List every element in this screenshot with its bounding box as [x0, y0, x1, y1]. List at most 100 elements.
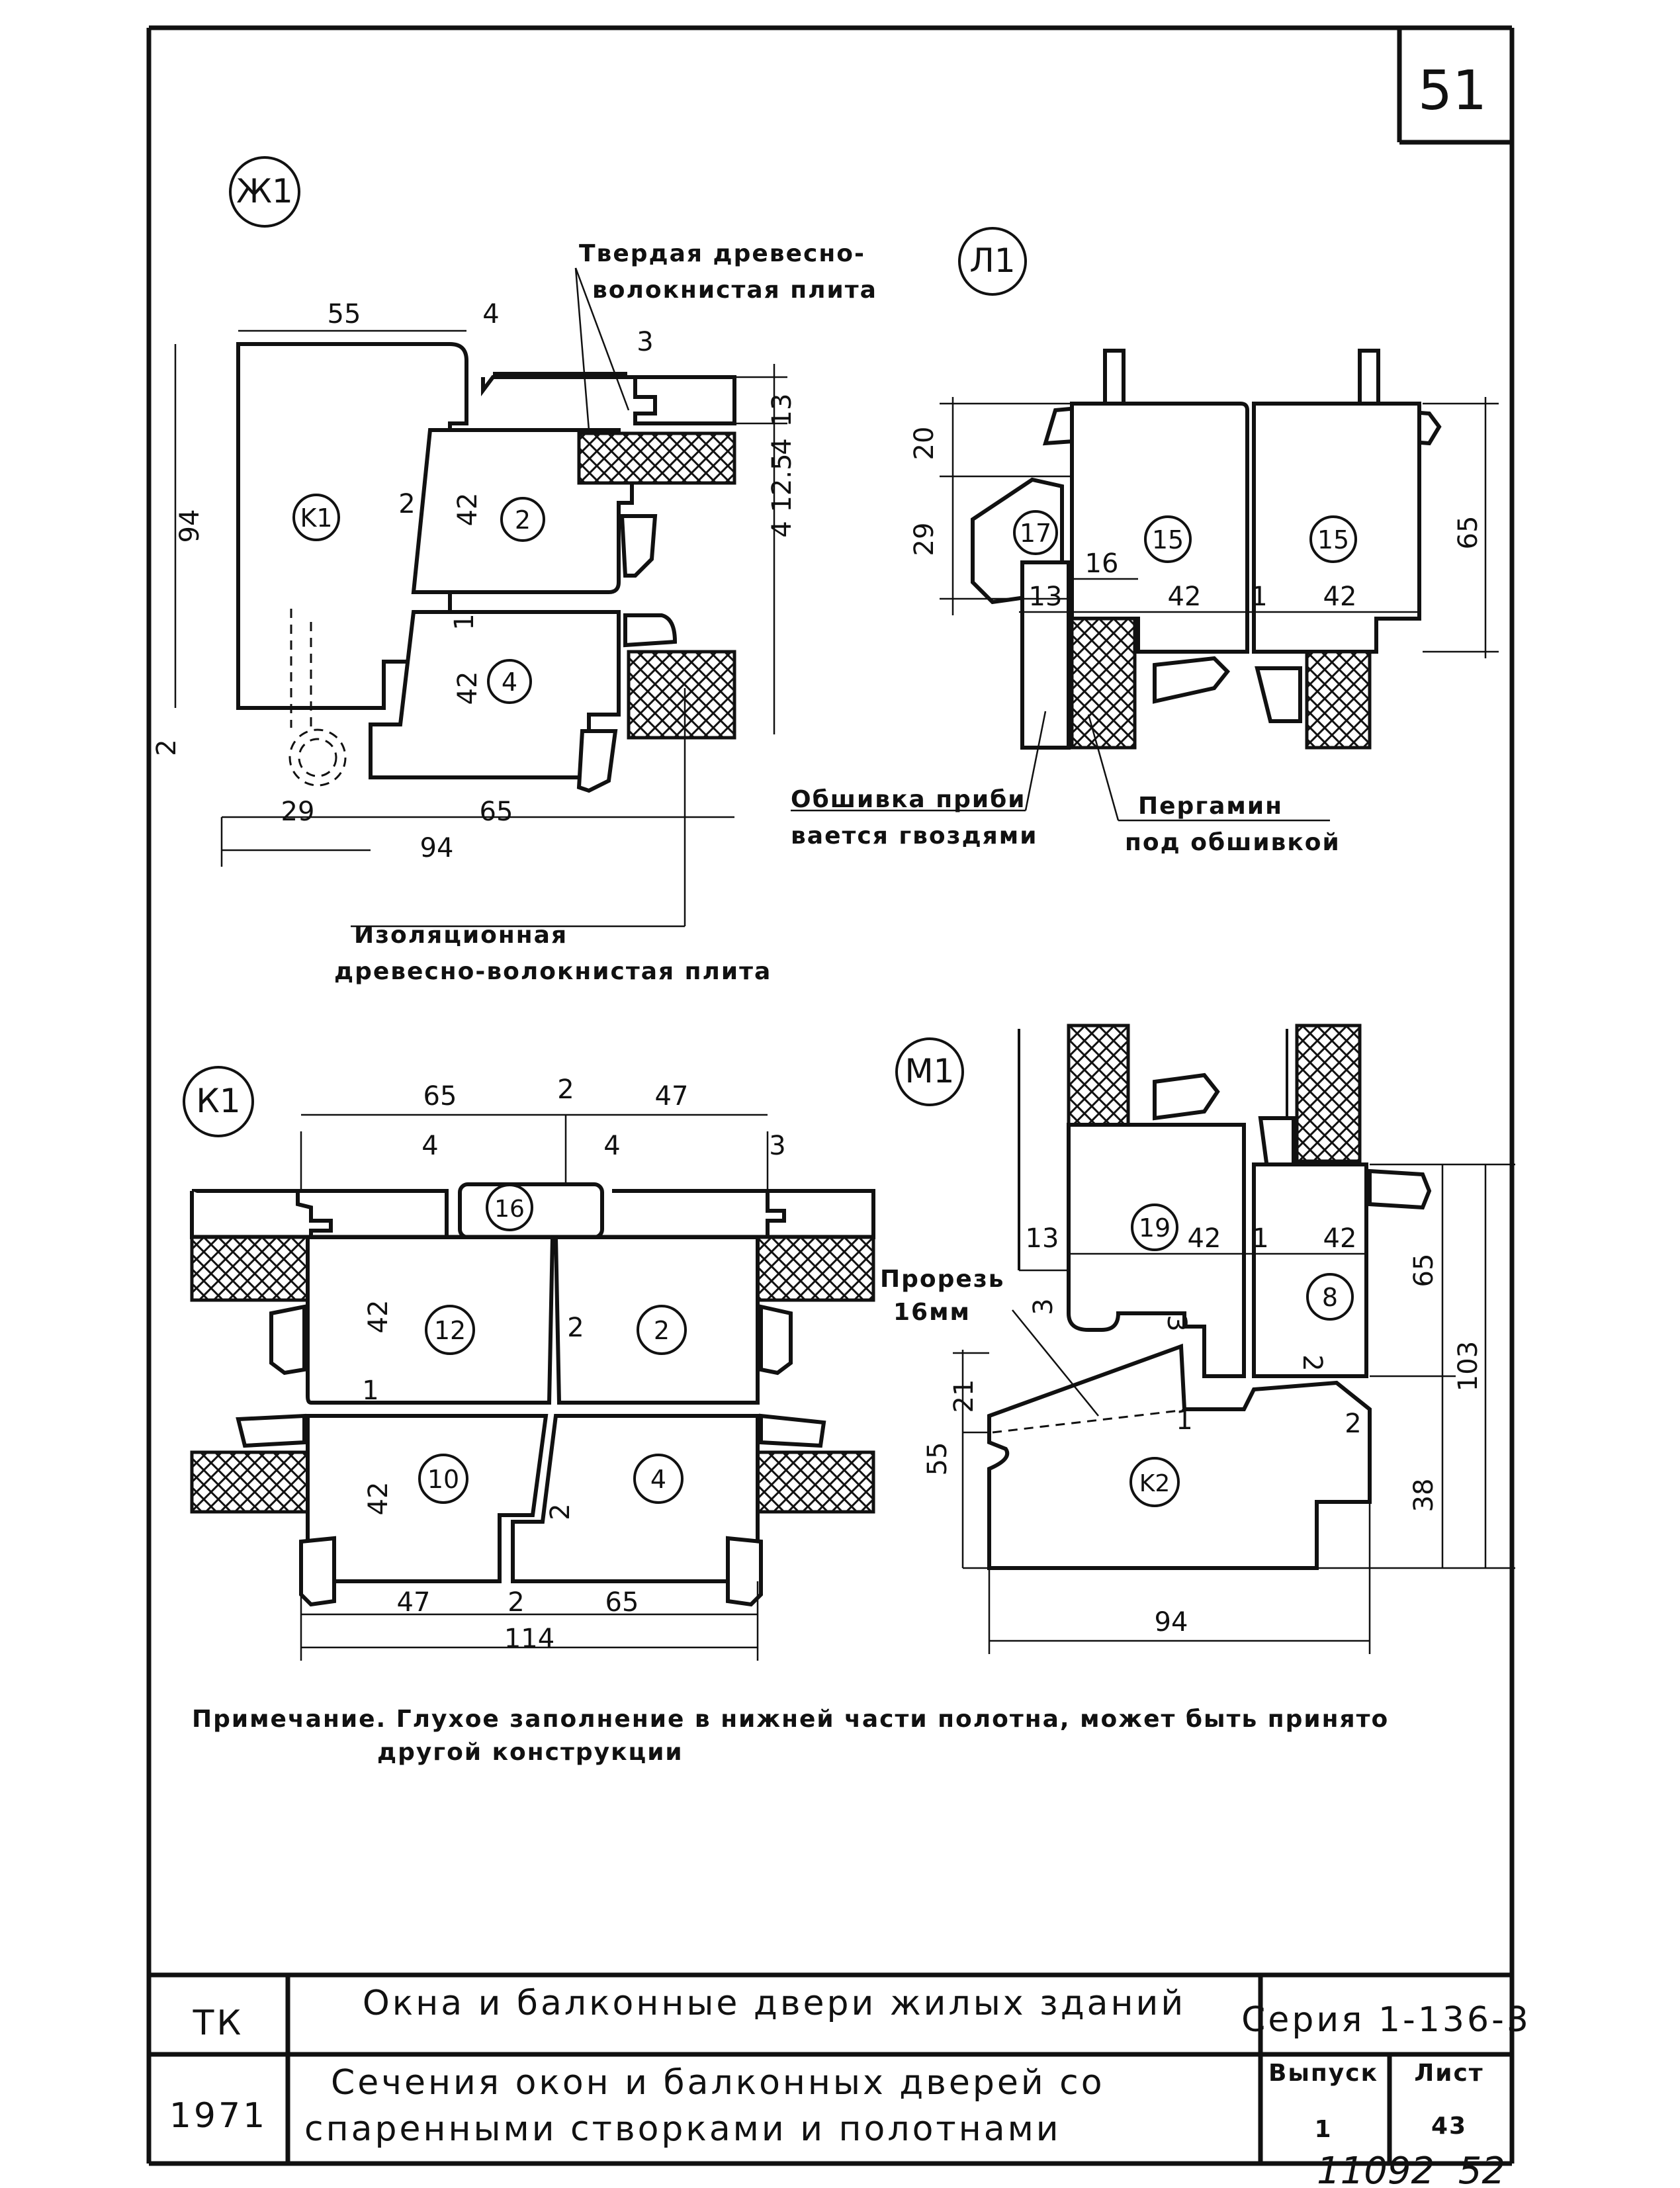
title-issue-label: Выпуск: [1268, 2060, 1378, 2087]
svg-text:42: 42: [1168, 582, 1202, 612]
part-4-zh1: [487, 659, 532, 704]
svg-text:13: 13: [1026, 1223, 1059, 1254]
callout-slot-line1: Прорезь: [880, 1266, 1005, 1293]
svg-text:2: 2: [1345, 1409, 1361, 1439]
hardboard-top: [577, 431, 736, 485]
svg-text:42: 42: [363, 1482, 394, 1516]
svg-text:42: 42: [1188, 1223, 1221, 1254]
insulation-m1-right: [1295, 1024, 1362, 1163]
note-line2: другой конструкции: [377, 1739, 684, 1766]
callout-pergamin-line1: Пергамин: [1138, 793, 1283, 820]
svg-text:1: 1: [1176, 1405, 1192, 1436]
callout-slot-line2: 16мм: [893, 1299, 971, 1326]
footer-number: 11092 52: [1317, 2150, 1505, 2188]
svg-text:1: 1: [449, 613, 480, 630]
detail-l1: Л1 15 15 17 20 29: [791, 227, 1499, 856]
svg-text:3: 3: [1161, 1315, 1192, 1331]
callout-insulation-line1: Изоляционная: [354, 922, 568, 949]
svg-text:55: 55: [328, 299, 361, 329]
svg-text:21: 21: [949, 1379, 979, 1413]
svg-text:65: 65: [480, 797, 513, 827]
svg-text:1: 1: [1252, 1223, 1268, 1254]
detail-k1-title: К1: [196, 1082, 240, 1120]
svg-text:2: 2: [515, 505, 531, 535]
svg-text:2: 2: [508, 1587, 524, 1618]
callout-insulation-line2: древесно-волокнистая плита: [334, 958, 772, 985]
svg-text:2: 2: [654, 1316, 670, 1345]
svg-text:8: 8: [1322, 1283, 1338, 1312]
svg-text:29: 29: [909, 523, 940, 556]
part-k2: [1129, 1457, 1180, 1507]
part-15-left: [1144, 515, 1192, 563]
detail-zh1: Ж1 K1 2 4 55 4: [152, 156, 876, 985]
callout-pergamin-line2: под обшивкой: [1125, 829, 1341, 856]
svg-text:15: 15: [1152, 525, 1184, 554]
svg-text:12.5: 12.5: [767, 453, 797, 512]
svg-text:42: 42: [1323, 1223, 1357, 1254]
svg-text:3: 3: [1028, 1298, 1059, 1315]
svg-text:K2: K2: [1139, 1470, 1171, 1497]
insulation-l1-right: [1305, 650, 1372, 750]
hardboard-bottom: [627, 650, 736, 740]
svg-text:65: 65: [1453, 516, 1483, 550]
svg-text:47: 47: [397, 1587, 431, 1618]
note-line1: Примечание. Глухое заполнение в нижней ч…: [192, 1706, 1389, 1733]
svg-text:3: 3: [637, 327, 653, 357]
svg-text:42: 42: [363, 1300, 394, 1334]
title-sub-line1: Сечения окон и балконных дверей со: [331, 2063, 1105, 2103]
svg-text:65: 65: [423, 1081, 457, 1112]
svg-text:4: 4: [421, 1131, 438, 1161]
svg-text:94: 94: [175, 509, 205, 543]
svg-text:12: 12: [434, 1316, 466, 1345]
title-sheet-value: 43: [1431, 2113, 1467, 2140]
svg-text:3: 3: [769, 1131, 785, 1161]
svg-text:2: 2: [545, 1503, 576, 1520]
svg-text:20: 20: [909, 427, 940, 460]
part-16: [486, 1184, 533, 1231]
svg-text:17: 17: [1020, 519, 1051, 548]
svg-text:13: 13: [767, 394, 797, 427]
svg-text:55: 55: [922, 1442, 953, 1476]
part-2-zh1: [500, 497, 545, 542]
title-series: Серия 1-136-3: [1241, 2000, 1531, 2040]
svg-text:65: 65: [1409, 1254, 1439, 1288]
svg-text:16: 16: [494, 1196, 525, 1223]
svg-text:16: 16: [1085, 548, 1119, 579]
svg-text:2: 2: [557, 1074, 574, 1105]
svg-text:4: 4: [767, 521, 797, 537]
svg-text:10: 10: [427, 1465, 459, 1494]
svg-text:42: 42: [453, 493, 483, 527]
part-4-k1: [633, 1454, 684, 1504]
svg-text:19: 19: [1139, 1213, 1171, 1243]
svg-text:103: 103: [1453, 1341, 1483, 1391]
title-issue-value: 1: [1314, 2116, 1332, 2143]
svg-text:94: 94: [1155, 1607, 1188, 1638]
detail-m1-title: М1: [905, 1052, 955, 1090]
svg-text:2: 2: [567, 1313, 584, 1343]
sheet-number: 51: [1418, 60, 1487, 122]
part-12: [425, 1305, 475, 1355]
svg-text:2: 2: [152, 739, 182, 756]
svg-text:47: 47: [655, 1081, 689, 1112]
svg-text:1: 1: [1251, 582, 1267, 612]
detail-zh1-title: Ж1: [236, 172, 293, 210]
part-15-right: [1309, 515, 1357, 563]
title-main: Окна и балконные двери жилых зданий: [363, 1984, 1186, 2023]
svg-text:4: 4: [502, 668, 517, 697]
insulation-l1-left: [1070, 617, 1137, 750]
part-19: [1131, 1203, 1178, 1251]
svg-text:K1: K1: [300, 503, 332, 533]
svg-text:4: 4: [767, 438, 797, 455]
svg-text:4: 4: [482, 299, 499, 329]
callout-cladding-line2: вается гвоздями: [791, 822, 1038, 850]
title-sheet-label: Лист: [1414, 2060, 1483, 2087]
svg-text:65: 65: [605, 1587, 639, 1618]
detail-m1: М1 19 8 K2: [880, 1024, 1515, 1654]
svg-text:15: 15: [1317, 525, 1349, 554]
detail-k1: К1 16 12 2 10 4: [183, 1066, 875, 1661]
svg-text:4: 4: [603, 1131, 620, 1161]
title-block: [149, 1972, 1512, 2164]
part-8: [1306, 1273, 1354, 1321]
svg-text:13: 13: [1029, 582, 1063, 612]
